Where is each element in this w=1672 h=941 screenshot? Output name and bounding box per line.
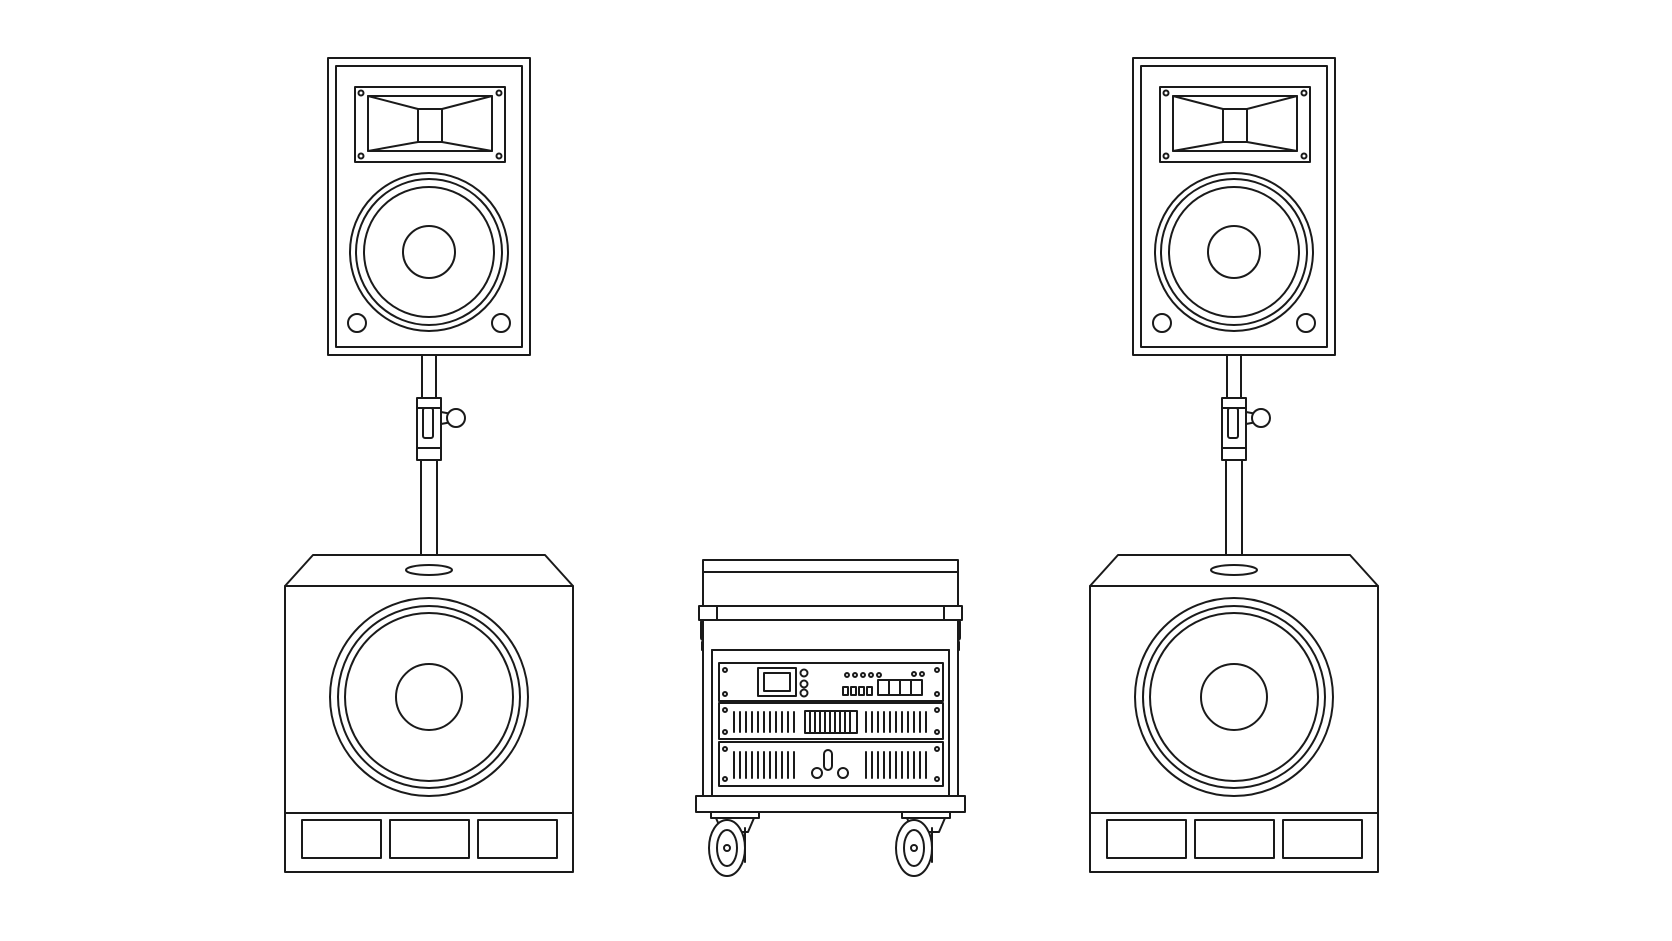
left-top-port-right bbox=[491, 313, 511, 333]
rack-caster-left bbox=[708, 811, 760, 877]
right-subwoofer bbox=[1089, 554, 1379, 873]
left-sub-woofer-cone bbox=[329, 597, 529, 797]
left-stack bbox=[284, 57, 574, 873]
left-horn-tweeter bbox=[354, 86, 506, 163]
rack-amplifier-unit-1 bbox=[718, 702, 944, 740]
right-stack bbox=[1089, 57, 1379, 873]
rack-processor-unit bbox=[718, 662, 944, 702]
left-top-speaker bbox=[327, 57, 531, 356]
right-top-woofer bbox=[1154, 172, 1314, 332]
right-sub-port-2 bbox=[1194, 819, 1275, 859]
left-sub-port-2 bbox=[389, 819, 470, 859]
left-sub-port-3 bbox=[477, 819, 558, 859]
right-pole-socket bbox=[1210, 564, 1258, 576]
amp2-vent-left bbox=[733, 751, 795, 779]
right-sub-port-3 bbox=[1282, 819, 1363, 859]
left-pole-knob bbox=[446, 408, 466, 428]
amp1-vent-right bbox=[865, 711, 927, 733]
left-pole-socket bbox=[405, 564, 453, 576]
center-rack-case bbox=[695, 559, 966, 877]
left-top-woofer bbox=[349, 172, 509, 332]
left-subwoofer bbox=[284, 554, 574, 873]
left-top-port-left bbox=[347, 313, 367, 333]
right-pole-knob bbox=[1251, 408, 1271, 428]
amp1-vent-left bbox=[733, 711, 795, 733]
right-top-speaker bbox=[1132, 57, 1336, 356]
rack-lid bbox=[702, 559, 959, 621]
left-speaker-pole bbox=[416, 354, 466, 569]
right-top-port-left bbox=[1152, 313, 1172, 333]
right-horn-tweeter bbox=[1159, 86, 1311, 163]
right-sub-port-1 bbox=[1106, 819, 1187, 859]
amp2-vent-right bbox=[865, 751, 927, 779]
right-sub-woofer-cone bbox=[1134, 597, 1334, 797]
rack-base bbox=[695, 795, 966, 813]
rack-caster-right bbox=[895, 811, 951, 877]
right-speaker-pole bbox=[1221, 354, 1271, 569]
right-top-port-right bbox=[1296, 313, 1316, 333]
left-sub-port-1 bbox=[301, 819, 382, 859]
rack-amplifier-unit-2 bbox=[718, 741, 944, 787]
